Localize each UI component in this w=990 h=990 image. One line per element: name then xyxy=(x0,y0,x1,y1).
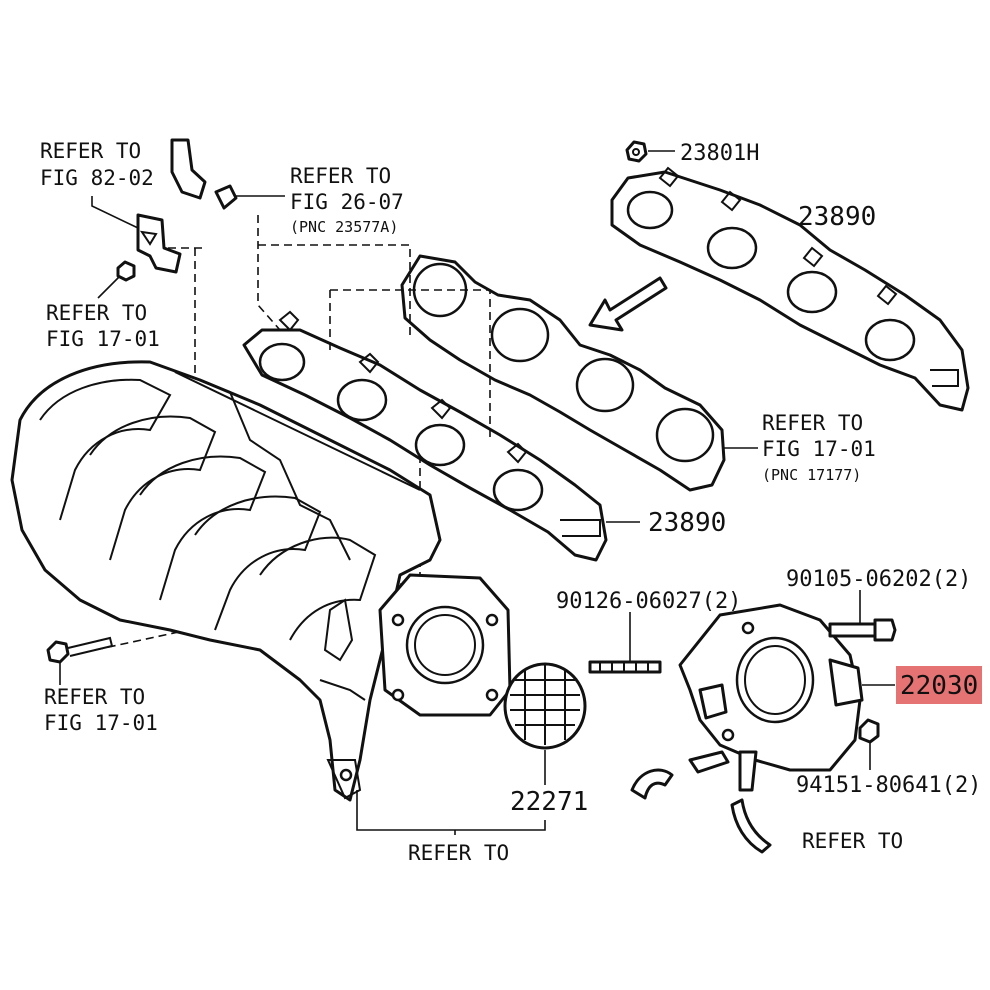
intake-manifold xyxy=(10,360,442,802)
bolt-fig-17-01 xyxy=(46,636,114,685)
throttle-gasket-22271 xyxy=(503,662,587,785)
refer-bracket-bottom xyxy=(356,790,546,835)
bolt-90105 xyxy=(828,590,897,642)
bracket-fig-82-02 xyxy=(91,196,182,274)
callout-line: FIG 17-01 xyxy=(46,327,160,351)
callout-line: FIG 26-07 xyxy=(290,190,404,214)
callout-line: REFER TO xyxy=(46,301,147,325)
part-number-90105: 90105-06202(2) xyxy=(786,567,971,592)
part-number-23890-upper: 23890 xyxy=(798,202,876,232)
injector-rail-lower xyxy=(242,310,640,562)
callout-line: REFER TO xyxy=(290,164,391,188)
callout-line: REFER TO xyxy=(762,411,863,435)
callout-line: FIG 17-01 xyxy=(762,437,876,461)
nut-23801h xyxy=(625,140,675,163)
manifold-throttle-flange xyxy=(378,573,512,717)
part-number-23890-lower: 23890 xyxy=(648,508,726,538)
callout-fig-17-01-gasket: REFER TO FIG 17-01 (PNC 17177) xyxy=(762,411,876,484)
callout-line: (PNC 17177) xyxy=(762,466,861,484)
callout-line: (PNC 23577A) xyxy=(290,218,398,236)
callout-line: REFER TO xyxy=(44,685,145,709)
callout-refer-bottom-left: REFER TO xyxy=(408,841,509,865)
callout-fig-26-07: REFER TO FIG 26-07 (PNC 23577A) xyxy=(290,164,404,236)
throttle-hoses xyxy=(630,768,772,854)
nut-94151 xyxy=(858,718,880,770)
part-number-22030: 22030 xyxy=(900,671,978,701)
throttle-body-22030 xyxy=(678,603,864,792)
callout-fig-17-01-lower: REFER TO FIG 17-01 xyxy=(44,685,158,735)
highlight-box xyxy=(896,666,982,704)
intake-gasket xyxy=(400,254,758,492)
part-number-22271: 22271 xyxy=(510,787,588,817)
callout-line: FIG 17-01 xyxy=(44,711,158,735)
stud-bolt-90126 xyxy=(588,612,662,674)
callout-refer-bottom-right: REFER TO xyxy=(802,829,903,853)
direction-arrow xyxy=(588,276,668,332)
part-number-90126: 90126-06027(2) xyxy=(556,589,741,614)
callout-fig-17-01-upper: REFER TO FIG 17-01 xyxy=(46,301,160,351)
vacuum-hose xyxy=(170,138,285,210)
callout-line: FIG 82-02 xyxy=(40,166,154,190)
nut-fig-17-01 xyxy=(97,260,136,299)
callout-line: REFER TO xyxy=(40,139,141,163)
callout-fig-82-02: REFER TO FIG 82-02 xyxy=(40,139,154,190)
part-number-94151: 94151-80641(2) xyxy=(796,773,981,798)
part-number-23801h: 23801H xyxy=(680,141,759,166)
injector-rail-upper xyxy=(610,166,970,412)
